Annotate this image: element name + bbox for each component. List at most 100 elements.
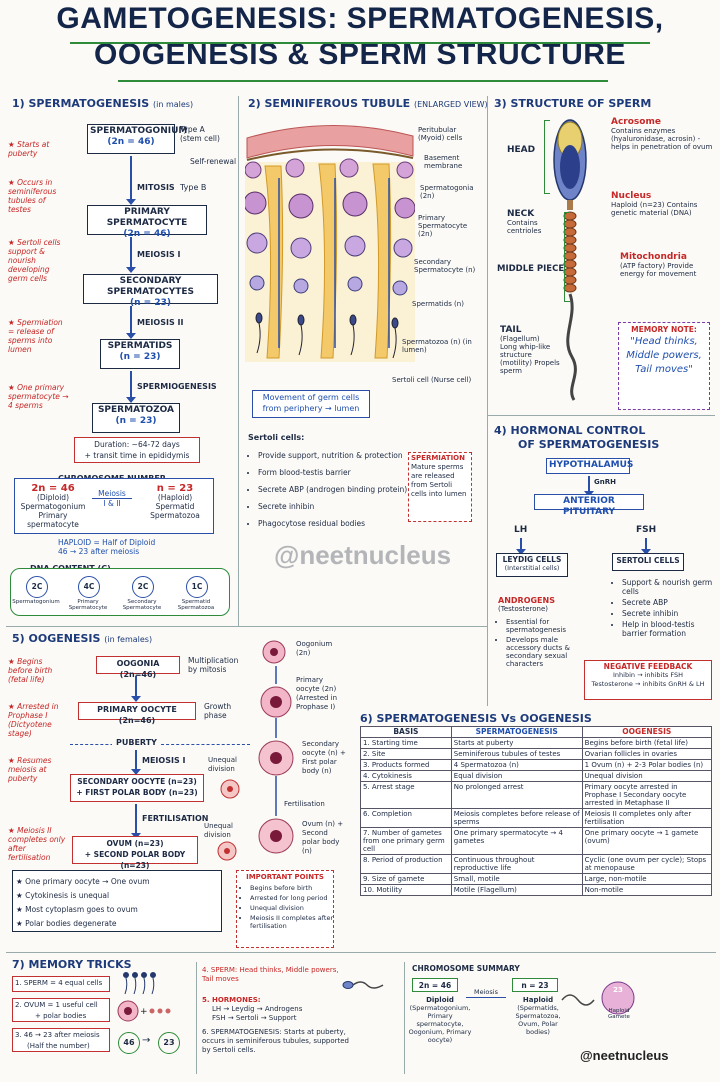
oo-right-3: Secondary oocyte (n) + First polar body … [302,740,346,775]
table-cell: Starts at puberty [450,737,583,749]
divider [6,952,716,953]
circle-46: 46 [118,1032,140,1054]
fertilisation-label: FERTILISATION [142,814,209,823]
sertoli-title: Sertoli cells: [248,433,305,442]
oo-right-1: Oogonium (2n) [296,640,333,657]
oogenesis-fact: ★ Polar bodies degenerate [16,919,117,928]
sertoli-function: Form blood-testis barrier [258,465,418,480]
spermiogenesis-label: SPERMIOGENESIS [137,382,217,391]
oogenesis-stage-diagram [258,640,294,854]
table-cell: 4. Cytokinesis [360,770,452,782]
oogonia-box: OOGONIA (2n=46) [96,656,180,679]
sertoli-cell-function: Secrete inhibin [622,609,720,618]
table-header: OOGENESIS [581,726,713,738]
dna-label: Spermatogonium [12,599,60,605]
important-points-list: Begins before birthArrested for long per… [240,884,342,932]
sertoli-function: Phagocytose residual bodies [258,516,418,531]
table-cell: 10. Motility [360,884,452,896]
oo-note-4: ★ Meiosis II completes only after fertil… [8,826,66,862]
trick-4: 4. SPERM: Head thinks, Middle powers, Ta… [202,966,339,983]
ovum-polar-icon: + [117,1000,171,1022]
sertoli-function: Provide support, nutrition & protection [258,448,418,463]
unequal-label-1: Unequal division [208,756,237,773]
spermatid-row [249,275,408,296]
multiplication-label: Multiplication by mitosis [188,656,239,674]
summary-2n-box: 2n = 46 [412,978,458,992]
sperm-swim-icon [342,981,384,989]
flow-arrow [516,538,526,555]
first-polar-body-icon [220,779,240,799]
table-header: SPERMATOGENESIS [450,726,583,738]
negative-feedback-box: NEGATIVE FEEDBACK Inhibin → inhibits FSH… [584,660,712,700]
divider [196,962,197,1074]
spermatozoa-box: SPERMATOZOA(n = 23) [92,403,180,433]
watermark: @neetnucleus [273,540,452,570]
flow-arrow [131,676,141,702]
oogenesis-facts-box [12,870,222,932]
table-cell: 1. Starting time [360,737,452,749]
section-3-title: 3) STRUCTURE OF SPERM [494,97,652,110]
dna-circle: 1C [186,576,208,598]
primary-spermatocyte-box: PRIMARY SPERMATOCYTE(2n = 46) [87,205,207,239]
type-b-label: Type B [180,183,207,192]
puberty-label: PUBERTY [112,738,161,747]
tubule-label: Spermatids (n) [412,300,464,308]
sperm-structure-diagram [553,119,587,401]
mitosis-label: MITOSIS [137,183,175,192]
middle-piece-label: MIDDLE PIECE [497,264,565,274]
dna-label: Primary Spermatocyte [68,599,108,611]
middle-piece-mitochondria [563,211,577,293]
summary-haploid: Haploid(Spermatids, Spermatozoa, Ovum, P… [515,996,561,1036]
seminiferous-tubule-diagram [245,125,415,362]
trick-5: 5. HORMONES: LH → Leydig → Androgens FSH… [202,996,303,1022]
type-a-label: Type A(stem cell) [180,125,220,143]
flow-arrow [584,476,594,497]
summary-diploid: Diploid(Spermatogonium, Primary spermato… [408,996,472,1044]
table-cell: 7. Number of gametes from one primary ge… [360,827,452,855]
androgens-label: ANDROGENS (Testosterone) [498,596,555,613]
table-cell: One primary oocyte → 1 gamete (ovum) [581,827,713,855]
meiosis-1-label: MEIOSIS I [137,250,181,259]
growth-label: Growth phase [204,702,232,720]
table-cell: 6. Completion [360,808,452,828]
basement-membrane [246,148,414,161]
table-cell: 5. Arrest stage [360,781,452,809]
oo-meiosis-1-label: MEIOSIS I [142,756,186,765]
table-cell: Unequal division [581,770,713,782]
trick-6: 6. SPERMATOGENESIS: Starts at puberty, o… [202,1028,349,1054]
section-6-title: 6) SPERMATOGENESIS Vs OOGENESIS [360,712,592,725]
secondary-spermatocyte-box: SECONDARY SPERMATOCYTES(n = 23) [83,274,218,308]
table-cell: Primary oocyte arrested in Prophase I Se… [581,781,713,809]
flow-arrow [126,371,136,403]
tubule-label: Secondary Spermatocyte (n) [414,258,476,274]
section-4-title-2: OF SPERMATOGENESIS [518,438,660,451]
peritubular-layer [246,125,414,159]
page-title: GAMETOGENESIS: SPERMATOGENESIS, OOGENESI… [0,2,720,72]
dna-circle: 4C [78,576,100,598]
summary-n-box: n = 23 [512,978,558,992]
table-cell: 2. Site [360,748,452,760]
title-underline [70,42,650,44]
table-header: BASIS [360,726,452,738]
gamete-23: 23 [613,986,623,994]
meiosis-2-label: MEIOSIS II [137,318,184,327]
tubule-label: Peritubular (Myoid) cells [418,126,463,142]
sertoli-columns [264,163,392,359]
tail-label: TAIL (Flagellum) Long whip-like structur… [500,325,560,376]
divider [487,415,715,416]
flow-arrow [126,156,136,205]
dna-circle: 2C [26,576,48,598]
table-cell: Cyclic (one ovum per cycle); Stops at me… [581,854,713,874]
androgen-function: Develops male accessory ducts & secondar… [506,636,586,668]
oogenesis-facts: ★ One primary oocyte → One ovum★ Cytokin… [16,876,216,932]
fsh-label: FSH [636,525,657,535]
table-cell: Begins before birth (fetal life) [581,737,713,749]
table-cell: 3. Products formed [360,759,452,771]
divider [238,96,239,626]
footer-watermark: @neetnucleus [580,1048,669,1063]
important-points-box: IMPORTANT POINTS [236,870,334,948]
